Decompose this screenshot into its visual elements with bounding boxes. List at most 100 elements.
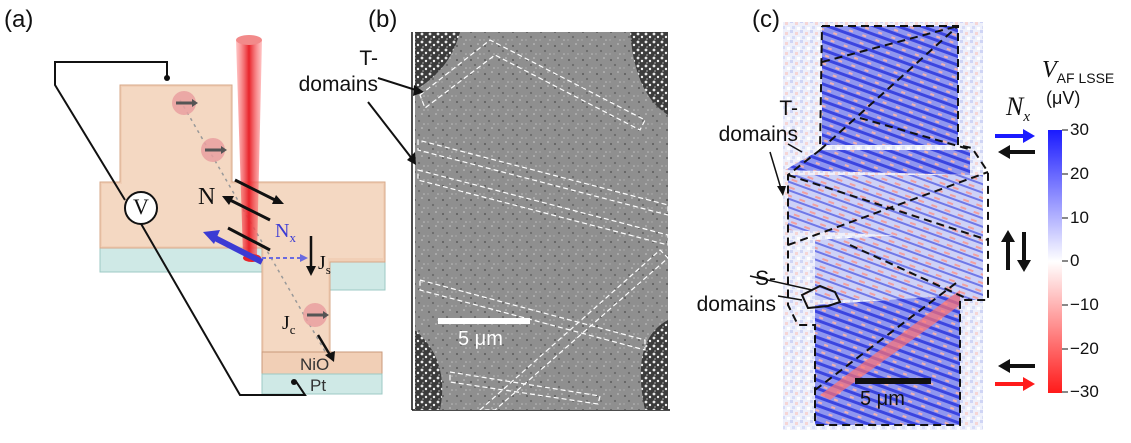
t-domain-pointer: [787, 143, 803, 153]
panel-a-label: (a): [4, 6, 34, 33]
domain-boundary: [814, 279, 961, 391]
t-domain-pointer-head: [407, 152, 416, 165]
s-domain-pointer: [777, 295, 803, 301]
afm-rough-corner: [415, 32, 460, 90]
map-domain-fill: [822, 26, 958, 145]
wire-bottom: [139, 221, 307, 396]
jc-arrow-head: [325, 351, 335, 362]
nx-label-sub: x: [289, 230, 296, 245]
electron-sphere-icon: [303, 303, 329, 327]
wire-top: [54, 61, 168, 201]
afm-image: [367, 32, 670, 411]
device-schematic: [54, 35, 386, 396]
nio-label: NiO: [300, 355, 330, 374]
colorbar-tick-label: 20: [1070, 164, 1089, 183]
map-domain-fill: [815, 230, 983, 300]
jc-arrow: [316, 334, 332, 356]
n-arrow: [229, 198, 271, 222]
n-arrow-head: [272, 195, 284, 204]
jc-label-main: J: [282, 312, 290, 334]
colorbar-title-main: V: [1042, 57, 1057, 83]
nx-arrow-head: [1023, 129, 1035, 143]
nx-label-sub: x: [1023, 109, 1031, 126]
colorbar-tick-label: −20: [1070, 339, 1099, 358]
colorbar-tick-label: 30: [1070, 120, 1089, 139]
domain-boundary: [849, 244, 971, 301]
afm-rough-corner: [640, 320, 668, 410]
t-domain-outline: [479, 249, 668, 410]
js-label-main: J: [318, 252, 326, 274]
colorbar-tick-label: 0: [1070, 251, 1080, 270]
map-scalebar-label: 5 μm: [860, 388, 905, 410]
updown-arrow-head: [1001, 230, 1015, 242]
map-domain-fill: [788, 175, 983, 240]
map-scalebar: [855, 378, 931, 384]
nx-label: Nx: [275, 220, 296, 246]
colorbar-tick-label: −30: [1070, 382, 1099, 401]
colorbar-tick-label: −10: [1070, 295, 1099, 314]
red-arrow-head: [1023, 377, 1035, 391]
t-domain-outline: [419, 39, 646, 131]
s-domain-pointer: [749, 275, 813, 291]
wire-contact-top: [164, 75, 170, 81]
t-domain-outline: [419, 279, 646, 351]
panel-b: (b) T- domains 5 μm: [299, 0, 700, 438]
nx-label-main: N: [275, 220, 290, 242]
nx-label-main: N: [1006, 92, 1024, 121]
lsse-map: [749, 22, 1068, 430]
electron-sphere-icon: [172, 91, 198, 115]
t-domains-line2: domains: [298, 73, 378, 96]
s-domains-label: S- domains: [686, 266, 776, 318]
afm-rough-corner: [415, 330, 443, 410]
nx-arrow-head: [203, 230, 220, 244]
t-domain-pointer: [769, 151, 783, 193]
domain-boundary: [819, 25, 959, 151]
t-domain-outline: [417, 139, 668, 216]
n-label: N: [198, 184, 216, 210]
wire-contact-bottom: [291, 379, 297, 385]
voltmeter-icon: [124, 191, 158, 225]
panel-c: (c) T- domains S- domains 5 μm Nx VAF LS…: [690, 0, 1131, 438]
t-domain-pointer-head: [413, 85, 424, 96]
pt-label: Pt: [310, 376, 327, 395]
js-label: Js: [318, 252, 331, 278]
nx-dashed-head: [300, 254, 308, 262]
black-arrow-head: [998, 145, 1010, 159]
nx-label-c: Nx: [1006, 92, 1030, 126]
colorbar-tick-label: 10: [1070, 208, 1089, 227]
afm-surface: [415, 32, 668, 410]
n-arrow: [227, 226, 271, 252]
panel-a: (a) V N Nx Js Jc NiO Pt: [0, 0, 395, 438]
domain-boundary: [821, 25, 959, 63]
colorbar-unit: (μV): [1046, 88, 1081, 108]
black-arrow-head: [998, 359, 1010, 373]
nx-arrow: [213, 235, 264, 265]
t-domains-line1: T-: [779, 97, 798, 120]
afm-scalebar: [438, 318, 530, 324]
s-domains-line1: S-: [755, 267, 776, 290]
afm-scalebar-label: 5 μm: [458, 328, 503, 350]
map-red-band: [820, 290, 960, 400]
js-arrow-head: [306, 266, 316, 276]
t-domain-pointer-head: [777, 186, 786, 196]
domain-boundary: [787, 171, 989, 246]
n-arrow-head: [222, 196, 234, 205]
colorbar: [1048, 130, 1062, 393]
t-domain-pointer: [367, 101, 414, 161]
map-domain-fill: [785, 150, 970, 175]
js-label-sub: s: [325, 262, 331, 277]
s-domain-outline: [800, 284, 842, 310]
t-domains-line2: domains: [718, 123, 798, 146]
pt-side-strip: [261, 373, 383, 395]
electron-sphere-icon: [201, 138, 227, 162]
t-domains-line1: T-: [359, 47, 378, 70]
n-arrow: [234, 178, 276, 202]
t-domains-label-c: T- domains: [718, 96, 798, 148]
t-domain-outline: [417, 169, 668, 246]
jc-label-sub: c: [289, 322, 296, 337]
jc-label: Jc: [282, 312, 296, 338]
updown-arrow-head: [1017, 260, 1031, 272]
voltmeter-label: V: [133, 194, 149, 219]
panel-c-label: (c): [752, 6, 780, 33]
domain-boundary: [859, 117, 973, 151]
